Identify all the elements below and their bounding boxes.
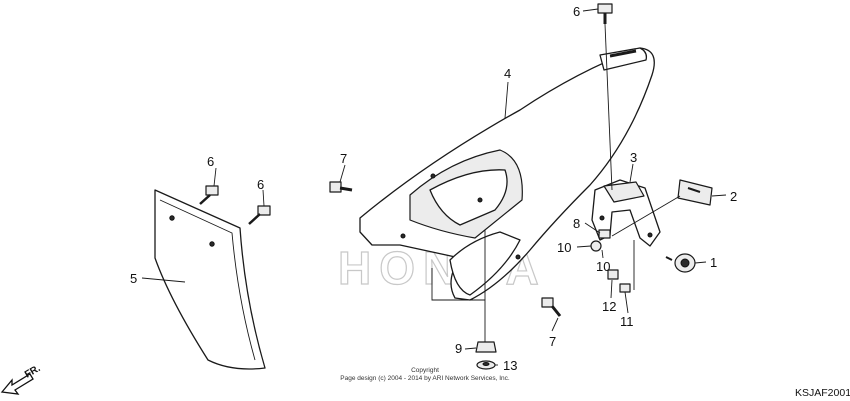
- callout-13: 13: [503, 358, 517, 373]
- nut-10a-icon: [590, 240, 602, 252]
- front-direction-arrow-icon: FR.: [0, 363, 43, 395]
- nut-11-icon: [619, 283, 631, 293]
- callout-12: 12: [602, 299, 616, 314]
- bolt-6a-icon: [199, 185, 219, 205]
- nut-9-icon: [475, 341, 497, 353]
- callout-6c: 6: [573, 4, 580, 19]
- copyright-notice: Copyright Page design (c) 2004 - 2014 by…: [340, 367, 510, 382]
- bolt-7b-icon: [541, 297, 562, 317]
- callout-7b: 7: [549, 334, 556, 349]
- mud-flap-part: [154, 189, 266, 370]
- callout-6b: 6: [257, 177, 264, 192]
- leader-lines: [141, 8, 727, 366]
- washer-13-icon: [476, 360, 496, 370]
- callout-10a: 10: [557, 240, 571, 255]
- callout-11: 11: [620, 314, 634, 329]
- callout-labels: 6 6 6 5 7 7 4 3 2 1 8 10 10 12 11 9 13: [130, 4, 737, 373]
- copyright-line2: Page design (c) 2004 - 2014 by ARI Netwo…: [340, 375, 510, 382]
- rear-fender-part: [359, 47, 655, 301]
- callout-6a: 6: [207, 154, 214, 169]
- diagram-code: KSJAF2001: [795, 387, 850, 399]
- front-direction-label: FR.: [23, 363, 43, 381]
- callout-3: 3: [630, 150, 637, 165]
- callout-8: 8: [573, 216, 580, 231]
- callout-2: 2: [730, 189, 737, 204]
- bolt-7a-icon: [329, 181, 353, 193]
- callout-4: 4: [504, 66, 511, 81]
- callout-5: 5: [130, 271, 137, 286]
- bolt-6c-icon: [597, 3, 613, 24]
- nut-8-icon: [598, 229, 611, 239]
- callout-9: 9: [455, 341, 462, 356]
- bolt-6b-icon: [248, 205, 271, 225]
- reflector-part: [677, 179, 713, 206]
- copyright-line1: Copyright: [411, 367, 439, 374]
- grommet-part: [665, 253, 696, 273]
- callout-10b: 10: [596, 259, 610, 274]
- callout-7a: 7: [340, 151, 347, 166]
- nut-12-icon: [607, 269, 619, 280]
- callout-1: 1: [710, 255, 717, 270]
